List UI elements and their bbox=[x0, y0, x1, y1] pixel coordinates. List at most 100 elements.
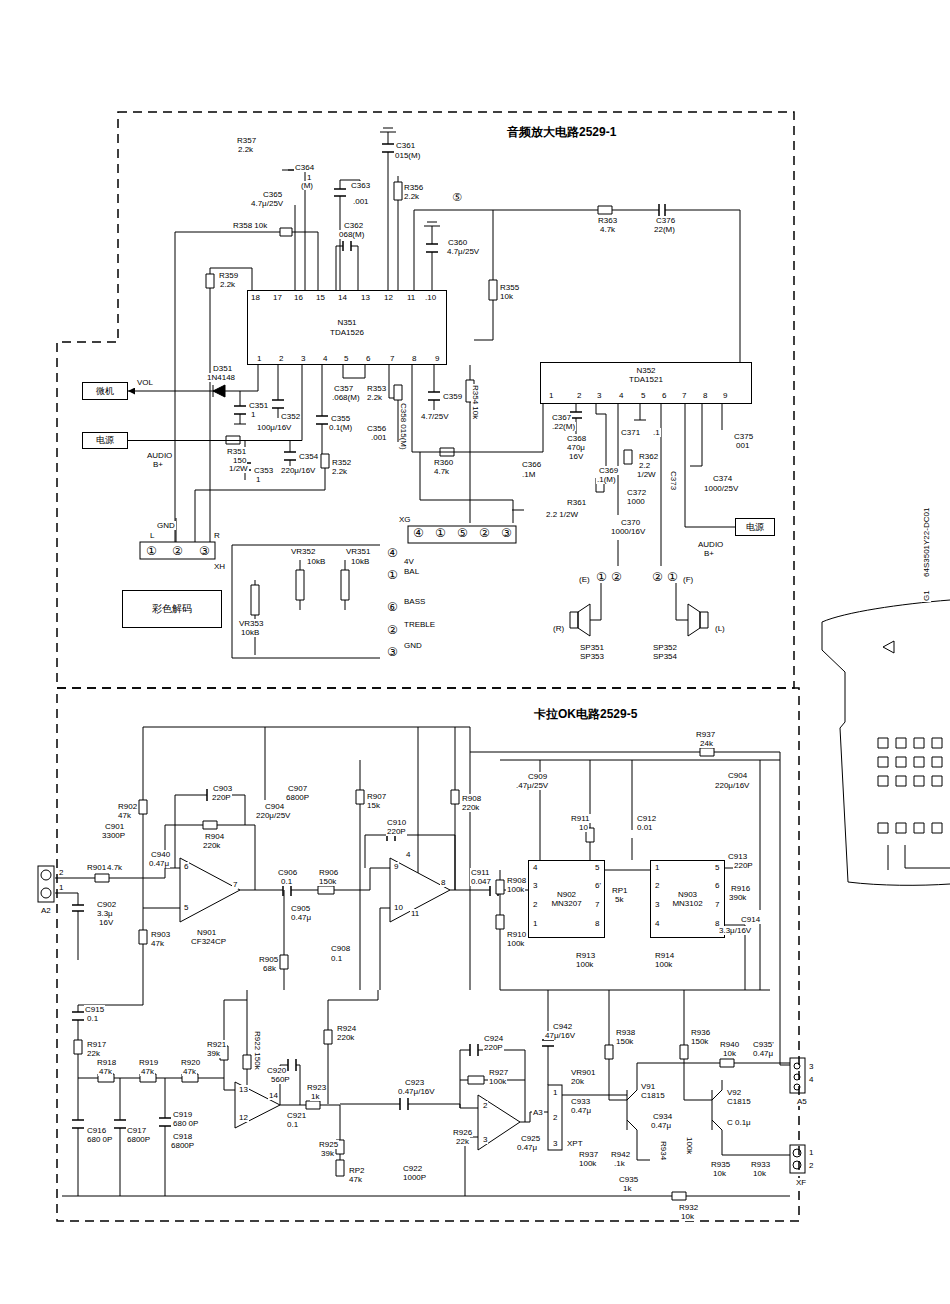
part-label: 015(M) bbox=[394, 151, 421, 160]
part-label: 0.047 bbox=[470, 877, 492, 886]
part-label: 0.47μ bbox=[148, 859, 170, 868]
part-label: C904 bbox=[727, 771, 748, 780]
part-label: C923 bbox=[404, 1078, 425, 1087]
node-text: N902 bbox=[557, 890, 576, 899]
part-label: 2 bbox=[482, 1101, 488, 1110]
part-label: ③ bbox=[386, 646, 399, 658]
part-label: 0.1 bbox=[286, 1120, 299, 1129]
part-label: VR352 bbox=[290, 547, 316, 556]
part-label: 100k bbox=[578, 1159, 597, 1168]
node-text: TDA1526 bbox=[330, 328, 364, 337]
part-label: 12 bbox=[383, 293, 394, 302]
part-label: C352 bbox=[280, 412, 301, 421]
part-label: 4.7k bbox=[106, 863, 123, 872]
part-label: .22(M) bbox=[551, 422, 576, 431]
wire-connector bbox=[128, 365, 302, 441]
part-label: 100k bbox=[488, 1077, 507, 1086]
part-label: R903 bbox=[150, 930, 171, 939]
part-label: 3 bbox=[532, 881, 538, 890]
part-label: C370 bbox=[620, 518, 641, 527]
part-label: G1 bbox=[922, 589, 931, 602]
part-label: 680 0P bbox=[86, 1135, 113, 1144]
part-label: R938 bbox=[615, 1028, 636, 1037]
speaker-symbols bbox=[570, 604, 708, 636]
part-label: 5k bbox=[614, 895, 624, 904]
part-label: 47k bbox=[98, 1067, 113, 1076]
node-text: N352 bbox=[636, 366, 655, 375]
part-label: SP353 bbox=[579, 652, 605, 661]
part-label: 47k bbox=[182, 1067, 197, 1076]
part-label: 47k bbox=[150, 939, 165, 948]
part-label: (R) bbox=[552, 624, 565, 633]
part-label: R363 bbox=[597, 216, 618, 225]
part-label: 100k bbox=[685, 1136, 694, 1155]
part-label: RP2 bbox=[348, 1166, 366, 1175]
part-label: 470μ bbox=[566, 443, 586, 452]
part-label: 1000/16V bbox=[610, 527, 646, 536]
part-label: 5 bbox=[640, 391, 646, 400]
part-label: C924 bbox=[483, 1034, 504, 1043]
part-label: 1 bbox=[552, 1088, 558, 1097]
part-label: 17 bbox=[272, 293, 283, 302]
part-label: 0.47μ/16V bbox=[397, 1087, 436, 1096]
part-label: R911 bbox=[570, 814, 591, 823]
part-label: (E) bbox=[578, 575, 591, 584]
wire-connector bbox=[605, 870, 650, 871]
part-label: 64S3501Y22-DC01 bbox=[922, 507, 931, 578]
capacitor-symbols bbox=[72, 144, 665, 1128]
part-label: 24k bbox=[699, 739, 714, 748]
node-text: MN3102 bbox=[672, 899, 702, 908]
part-label: R919 bbox=[138, 1058, 159, 1067]
part-label: C933 bbox=[570, 1097, 591, 1106]
part-label: 7 bbox=[232, 880, 238, 889]
part-label: 11 bbox=[406, 293, 416, 302]
part-label: C371 bbox=[620, 428, 641, 437]
part-label: R361 bbox=[566, 498, 587, 507]
part-label: C363 bbox=[350, 181, 371, 190]
part-label: C925 bbox=[520, 1134, 541, 1143]
part-label: C376 bbox=[655, 216, 676, 225]
part-label: 6 bbox=[183, 862, 189, 871]
part-label: 001 bbox=[735, 441, 750, 450]
part-label: 100k bbox=[654, 960, 673, 969]
part-label: C374 bbox=[712, 474, 733, 483]
part-label: R359 bbox=[218, 271, 239, 280]
part-label: 3 bbox=[482, 1135, 488, 1144]
part-label: 3 bbox=[654, 900, 660, 909]
node-text: 微机 bbox=[96, 386, 114, 396]
part-label: GND bbox=[403, 641, 423, 650]
wire-connector bbox=[128, 365, 258, 391]
part-label: 4V bbox=[403, 557, 415, 566]
part-label: 220μ/16V bbox=[714, 781, 750, 790]
wire-connector bbox=[685, 404, 735, 527]
connector-symbol bbox=[140, 542, 215, 559]
part-label: 2.2k bbox=[366, 393, 383, 402]
part-label: ① bbox=[145, 545, 158, 557]
part-label: ① bbox=[595, 571, 608, 583]
part-label: 1N4148 bbox=[206, 373, 236, 382]
triangle-mark bbox=[883, 641, 894, 653]
part-label: R935 bbox=[710, 1160, 731, 1169]
part-label: D351 bbox=[212, 364, 233, 373]
part-label: R925 bbox=[318, 1140, 339, 1149]
part-label: C353 bbox=[253, 466, 274, 475]
region-title: 卡拉OK电路2529-5 bbox=[532, 706, 639, 723]
part-label: 9 bbox=[722, 391, 728, 400]
part-label: 47μ/16V bbox=[544, 1031, 576, 1040]
part-label: 39k bbox=[206, 1049, 221, 1058]
part-label: C920 bbox=[266, 1066, 287, 1075]
part-label: 10 bbox=[393, 903, 404, 912]
part-label: 0.1 bbox=[330, 954, 343, 963]
node-text: N903 bbox=[678, 890, 697, 899]
region-title: 音频放大电路2529-1 bbox=[505, 124, 618, 141]
part-label: 220P bbox=[211, 793, 232, 802]
part-label: R360 bbox=[433, 458, 454, 467]
part-label: 680 0P bbox=[172, 1119, 199, 1128]
part-label: ② bbox=[610, 571, 623, 583]
part-label: C912 bbox=[636, 814, 657, 823]
transistor-symbols bbox=[627, 1090, 722, 1130]
part-label: C903 bbox=[212, 784, 233, 793]
part-label: .001 bbox=[370, 433, 388, 442]
part-label: R358 10k bbox=[232, 221, 268, 230]
